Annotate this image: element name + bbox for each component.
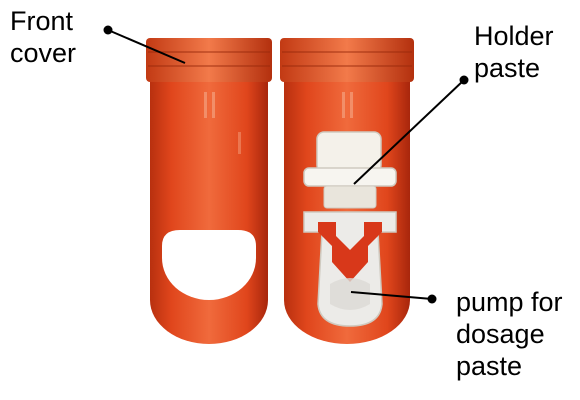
label-pump-dosage-line2: dosage: [456, 318, 563, 350]
label-front-cover-line2: cover: [10, 37, 76, 69]
label-holder-paste-line1: Holder: [474, 20, 554, 52]
label-front-cover-line1: Front: [10, 5, 76, 37]
label-holder-paste-line2: paste: [474, 52, 554, 84]
label-pump-dosage-line1: pump for: [456, 286, 563, 318]
label-pump-dosage: pump for dosage paste: [456, 286, 563, 382]
label-front-cover: Front cover: [10, 5, 76, 69]
label-pump-dosage-line3: paste: [456, 350, 563, 382]
label-holder-paste: Holder paste: [474, 20, 554, 84]
front-cover-shell: [146, 38, 272, 344]
